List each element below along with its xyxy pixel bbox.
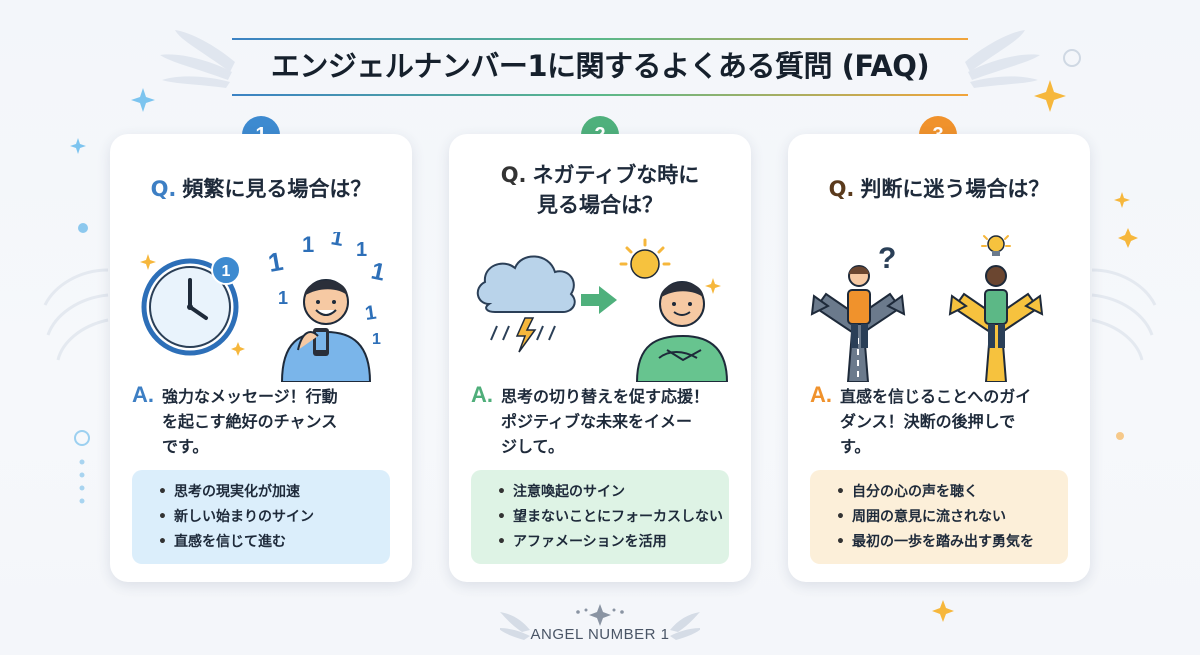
footer-wings-icon <box>500 604 700 640</box>
tip-item: 自分の心の声を聴く <box>836 480 1068 505</box>
tips-box-3: 自分の心の声を聴く 周囲の意見に流されない 最初の一歩を踏み出す勇気を <box>810 470 1068 564</box>
tip-item: 周囲の意見に流されない <box>836 505 1068 530</box>
person-hand-on-heart-icon <box>635 281 729 382</box>
sun-icon <box>619 238 671 279</box>
answer-line: を起こす絶好のチャンス <box>162 412 338 431</box>
clock-and-person-illustration: 1 1 1 1 1 1 1 1 1 <box>140 232 388 382</box>
clock-icon: 1 <box>141 255 241 356</box>
answer-line: ダンス！決断の後押しで <box>840 412 1016 431</box>
floating-number-icons: 1 1 1 1 1 1 1 1 <box>266 232 388 348</box>
svg-text:1: 1 <box>302 232 314 257</box>
page-title: エンジェルナンバー1に関するよくある質問 (FAQ) <box>270 49 930 83</box>
right-wing-icon <box>965 30 1040 88</box>
tip-item: 最初の一歩を踏み出す勇気を <box>836 530 1068 555</box>
svg-text:1: 1 <box>372 331 381 348</box>
lightbulb-icon <box>981 235 1011 256</box>
faq-card-2: Q.ネガティブな時に 見る場合は？ <box>449 134 751 582</box>
svg-text:1: 1 <box>364 302 378 325</box>
crossroads-illustration: ? <box>810 235 1044 382</box>
storm-cloud-icon <box>476 255 576 353</box>
tip-item: 思考の現実化が加速 <box>158 480 390 505</box>
svg-text:1: 1 <box>266 246 285 278</box>
svg-text:?: ? <box>878 242 896 275</box>
sparkle-icon <box>70 88 155 154</box>
svg-text:1: 1 <box>356 239 367 261</box>
question-2: Q.ネガティブな時に 見る場合は？ <box>449 160 751 220</box>
question-mark-icon: ? <box>878 242 896 275</box>
question-text: 判断に迷う場合は？ <box>860 177 1050 201</box>
answer-2: A. 思考の切り替えを促す応援！ ポジティブな未来をイメー ジして。 <box>471 382 741 459</box>
answer-3: A. 直感を信じることへのガイ ダンス！決断の後押しで す。 <box>810 382 1080 459</box>
clock-badge-number: 1 <box>222 263 231 280</box>
tip-item: 注意喚起のサイン <box>497 480 729 505</box>
crossroads-yellow-icon <box>948 292 1044 382</box>
page-title-block: エンジェルナンバー1に関するよくある質問 (FAQ) <box>232 38 968 96</box>
question-text: 見る場合は？ <box>537 193 663 217</box>
question-text: 頻繁に見る場合は？ <box>182 177 372 201</box>
sparkle-icon <box>932 80 1138 622</box>
svg-text:1: 1 <box>278 288 288 308</box>
a-mark: A. <box>810 382 832 407</box>
answer-1: A. 強力なメッセージ！行動 を起こす絶好のチャンス です。 <box>132 382 402 459</box>
answer-line: です。 <box>162 437 209 456</box>
question-3: Q.判断に迷う場合は？ <box>788 174 1090 204</box>
person-with-phone-icon <box>280 279 372 382</box>
svg-text:1: 1 <box>329 232 345 251</box>
faq-card-1: Q.頻繁に見る場合は？ 1 1 1 1 1 1 1 1 1 <box>110 134 412 582</box>
answer-line: 強力なメッセージ！行動 <box>162 387 338 406</box>
left-side-wing-icon <box>43 268 109 361</box>
tip-item: 直感を信じて進む <box>158 530 390 555</box>
left-wing-icon <box>160 30 235 88</box>
answer-line: 思考の切り替えを促す応援！ <box>501 387 710 406</box>
title-divider-top <box>232 38 968 40</box>
arrow-right-icon <box>581 286 617 314</box>
answer-line: ポジティブな未来をイメー <box>501 412 693 431</box>
person-thinking-icon <box>847 265 871 348</box>
question-text: ネガティブな時に <box>532 163 700 187</box>
tip-item: 新しい始まりのサイン <box>158 505 390 530</box>
tips-box-1: 思考の現実化が加速 新しい始まりのサイン 直感を信じて進む <box>132 470 390 564</box>
q-mark: Q. <box>828 177 855 201</box>
q-mark: Q. <box>500 163 527 187</box>
person-standing-icon <box>984 265 1008 348</box>
right-side-wing-icon <box>1091 268 1157 361</box>
q-mark: Q. <box>150 177 177 201</box>
a-mark: A. <box>471 382 493 407</box>
footer: ANGEL NUMBER 1 <box>500 602 700 648</box>
answer-line: ジして。 <box>501 437 565 456</box>
tips-box-2: 注意喚起のサイン 望まないことにフォーカスしない アファメーションを活用 <box>471 470 729 564</box>
answer-line: す。 <box>840 437 871 456</box>
tip-item: 望まないことにフォーカスしない <box>497 505 729 530</box>
tip-item: アファメーションを活用 <box>497 530 729 555</box>
cloud-to-sun-illustration <box>476 238 729 382</box>
svg-text:1: 1 <box>369 257 388 286</box>
footer-label: ANGEL NUMBER 1 <box>530 626 670 643</box>
title-divider-bottom <box>232 94 968 96</box>
a-mark: A. <box>132 382 154 407</box>
question-1: Q.頻繁に見る場合は？ <box>110 174 412 204</box>
faq-card-3: Q.判断に迷う場合は？ ? <box>788 134 1090 582</box>
answer-line: 直感を信じることへのガイ <box>840 387 1032 406</box>
